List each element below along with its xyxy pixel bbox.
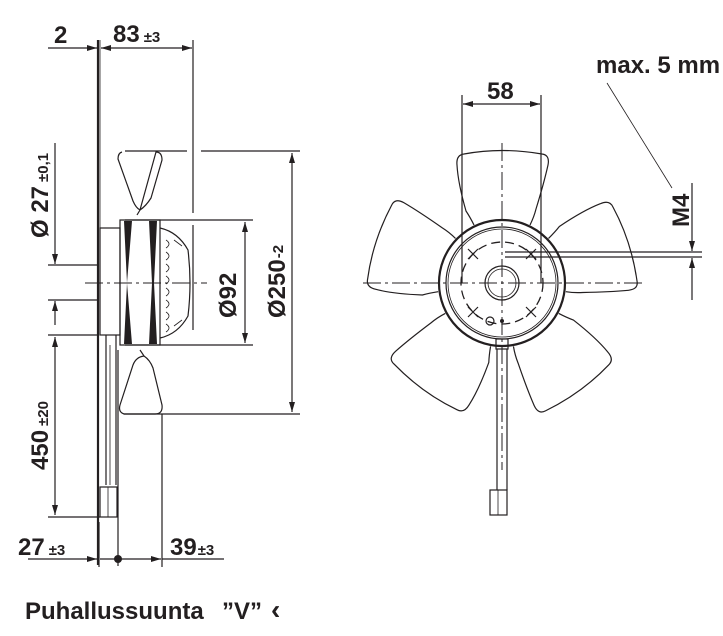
airflow-arrow-icon: ‹	[271, 594, 280, 625]
dim-fan-diameter: Ø250-2	[264, 245, 291, 318]
bolt-holes	[467, 248, 537, 318]
blade-bottom	[118, 349, 163, 415]
cable-front	[489, 349, 508, 516]
reference-point	[114, 555, 122, 563]
dim-plate-thickness: 2	[54, 22, 67, 49]
leader-line	[606, 82, 673, 189]
airflow-code: ”V”	[222, 598, 262, 625]
side-view: 2 83±3 Ø92 Ø250-2 Ø 27±0,1	[18, 21, 300, 567]
dim-depth: 83±3	[113, 21, 160, 48]
airflow-direction: Puhallussuunta ”V” ‹	[25, 594, 280, 625]
airflow-label: Puhallussuunta	[25, 598, 204, 625]
cable-side	[99, 335, 118, 518]
dim-motor-diameter: Ø92	[215, 273, 242, 318]
dim-hole-spacing: 58	[487, 78, 514, 105]
dim-cable-length: 450±20	[27, 401, 54, 470]
dim-right-offset: 39±3	[170, 534, 214, 561]
dim-shaft-diameter: Ø 27±0,1	[27, 153, 54, 238]
dim-thread: M4	[668, 193, 695, 227]
blade-top	[117, 151, 163, 216]
front-view: 58 M4 max. 5 mm	[361, 52, 720, 516]
dim-left-offset: 27±3	[18, 534, 65, 561]
dim-max-screw-depth: max. 5 mm	[596, 52, 720, 79]
ground-symbol	[485, 316, 495, 326]
